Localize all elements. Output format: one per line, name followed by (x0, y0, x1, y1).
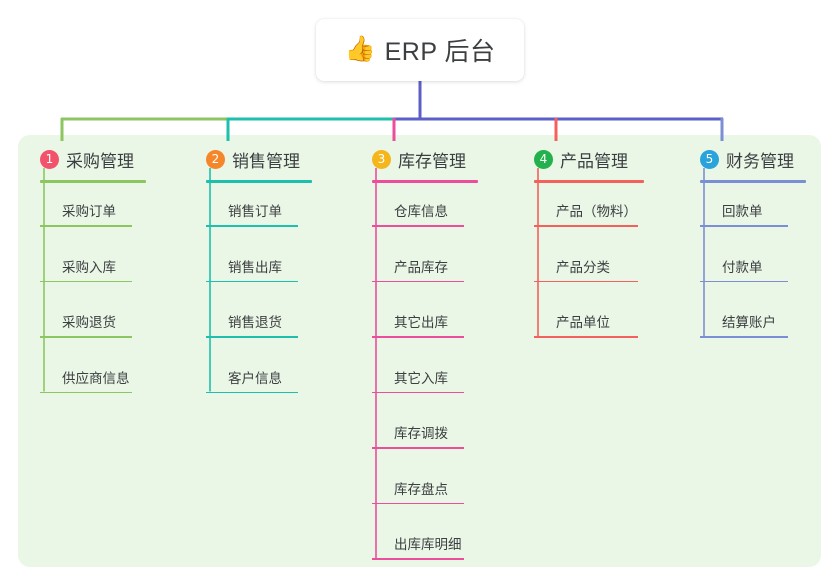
branch-header-underline (40, 180, 146, 183)
branch-header-财务管理[interactable]: 5 财务管理 (700, 147, 806, 171)
leaf-underline (700, 225, 788, 227)
branch-number-badge: 5 (700, 149, 719, 169)
branch-number-badge: 2 (206, 149, 225, 169)
leaf-node[interactable]: 结算账户 (700, 311, 788, 338)
leaf-label: 产品分类 (556, 259, 610, 275)
leaf-label: 付款单 (722, 259, 763, 275)
thumbs-up-icon: 👍 (344, 34, 376, 63)
branch-column-库存管理: 3 库存管理 (372, 147, 478, 183)
leaf-node[interactable]: 供应商信息 (40, 367, 132, 394)
branch-header-underline (206, 180, 312, 183)
leaf-node[interactable]: 产品分类 (534, 256, 638, 283)
leaf-node[interactable]: 客户信息 (206, 367, 298, 394)
branch-title: 产品管理 (560, 151, 628, 171)
leaf-label: 销售订单 (228, 204, 282, 219)
leaf-underline (534, 336, 638, 338)
leaf-label: 结算账户 (722, 315, 776, 330)
leaf-node[interactable]: 采购入库 (40, 256, 132, 283)
leaf-label: 产品（物料） (556, 204, 637, 219)
leaf-node[interactable]: 产品库存 (372, 256, 464, 283)
leaf-label: 销售出库 (228, 259, 282, 275)
root-node[interactable]: 👍 ERP 后台 (316, 19, 524, 81)
leaf-underline (206, 391, 298, 394)
branch-header-采购管理[interactable]: 1 采购管理 (40, 147, 146, 171)
leaf-underline (372, 558, 464, 560)
leaf-label: 产品单位 (556, 315, 610, 330)
leaf-node[interactable]: 采购退货 (40, 311, 132, 338)
leaf-node[interactable]: 采购订单 (40, 200, 132, 227)
leaf-label: 采购入库 (62, 259, 116, 275)
branch-title: 销售管理 (232, 151, 300, 171)
leaf-label: 采购退货 (62, 315, 116, 330)
leaf-node[interactable]: 库存调拨 (372, 422, 464, 449)
leaf-underline (372, 336, 464, 338)
leaf-underline (372, 280, 464, 283)
branch-column-采购管理: 1 采购管理 (40, 147, 146, 183)
branch-header-underline (700, 180, 806, 183)
leaf-label: 客户信息 (228, 370, 282, 386)
leaf-node[interactable]: 付款单 (700, 256, 788, 283)
leaf-underline (372, 391, 464, 394)
leaf-label: 供应商信息 (62, 370, 130, 386)
leaf-node[interactable]: 产品单位 (534, 311, 638, 338)
leaf-underline (372, 502, 464, 505)
branch-header-underline (534, 180, 644, 183)
leaf-node[interactable]: 产品（物料） (534, 200, 638, 227)
branch-header-underline (372, 180, 478, 183)
branch-header-产品管理[interactable]: 4 产品管理 (534, 147, 644, 171)
leaf-label: 采购订单 (62, 204, 116, 219)
leaf-underline (700, 336, 788, 338)
branch-title: 采购管理 (66, 151, 134, 171)
leaf-underline (206, 280, 298, 283)
leaf-underline (206, 225, 298, 227)
leaf-label: 库存盘点 (394, 481, 448, 497)
leaf-underline (40, 391, 132, 394)
branch-number-badge: 4 (534, 149, 553, 169)
root-title: ERP 后台 (384, 38, 496, 66)
leaf-node[interactable]: 仓库信息 (372, 200, 464, 227)
leaf-node[interactable]: 其它出库 (372, 311, 464, 338)
leaf-label: 产品库存 (394, 259, 448, 275)
leaf-underline (700, 280, 788, 283)
leaf-node[interactable]: 库存盘点 (372, 478, 464, 505)
leaf-label: 其它入库 (394, 370, 448, 386)
leaf-label: 仓库信息 (394, 204, 448, 219)
leaf-underline (40, 225, 132, 227)
leaf-underline (40, 336, 132, 338)
leaf-node[interactable]: 销售订单 (206, 200, 298, 227)
leaf-node[interactable]: 其它入库 (372, 367, 464, 394)
leaf-node[interactable]: 出库库明细 (372, 533, 464, 560)
branch-column-销售管理: 2 销售管理 (206, 147, 312, 183)
branch-number-badge: 3 (372, 149, 391, 169)
leaf-underline (40, 280, 132, 283)
leaf-label: 出库库明细 (394, 537, 462, 552)
leaf-label: 回款单 (722, 204, 763, 219)
branches-panel (18, 135, 821, 567)
leaf-underline (534, 225, 638, 227)
leaf-node[interactable]: 回款单 (700, 200, 788, 227)
branch-column-财务管理: 5 财务管理 (700, 147, 806, 183)
leaf-underline (534, 280, 638, 283)
leaf-label: 销售退货 (228, 315, 282, 330)
leaf-underline (372, 447, 464, 449)
leaf-label: 其它出库 (394, 315, 448, 330)
leaf-node[interactable]: 销售退货 (206, 311, 298, 338)
branch-number-badge: 1 (40, 149, 59, 169)
leaf-underline (206, 336, 298, 338)
branch-column-产品管理: 4 产品管理 (534, 147, 644, 183)
branch-title: 财务管理 (726, 151, 794, 171)
branch-header-库存管理[interactable]: 3 库存管理 (372, 147, 478, 171)
branch-title: 库存管理 (398, 151, 466, 171)
leaf-underline (372, 225, 464, 227)
leaf-label: 库存调拨 (394, 426, 448, 441)
branch-header-销售管理[interactable]: 2 销售管理 (206, 147, 312, 171)
leaf-node[interactable]: 销售出库 (206, 256, 298, 283)
